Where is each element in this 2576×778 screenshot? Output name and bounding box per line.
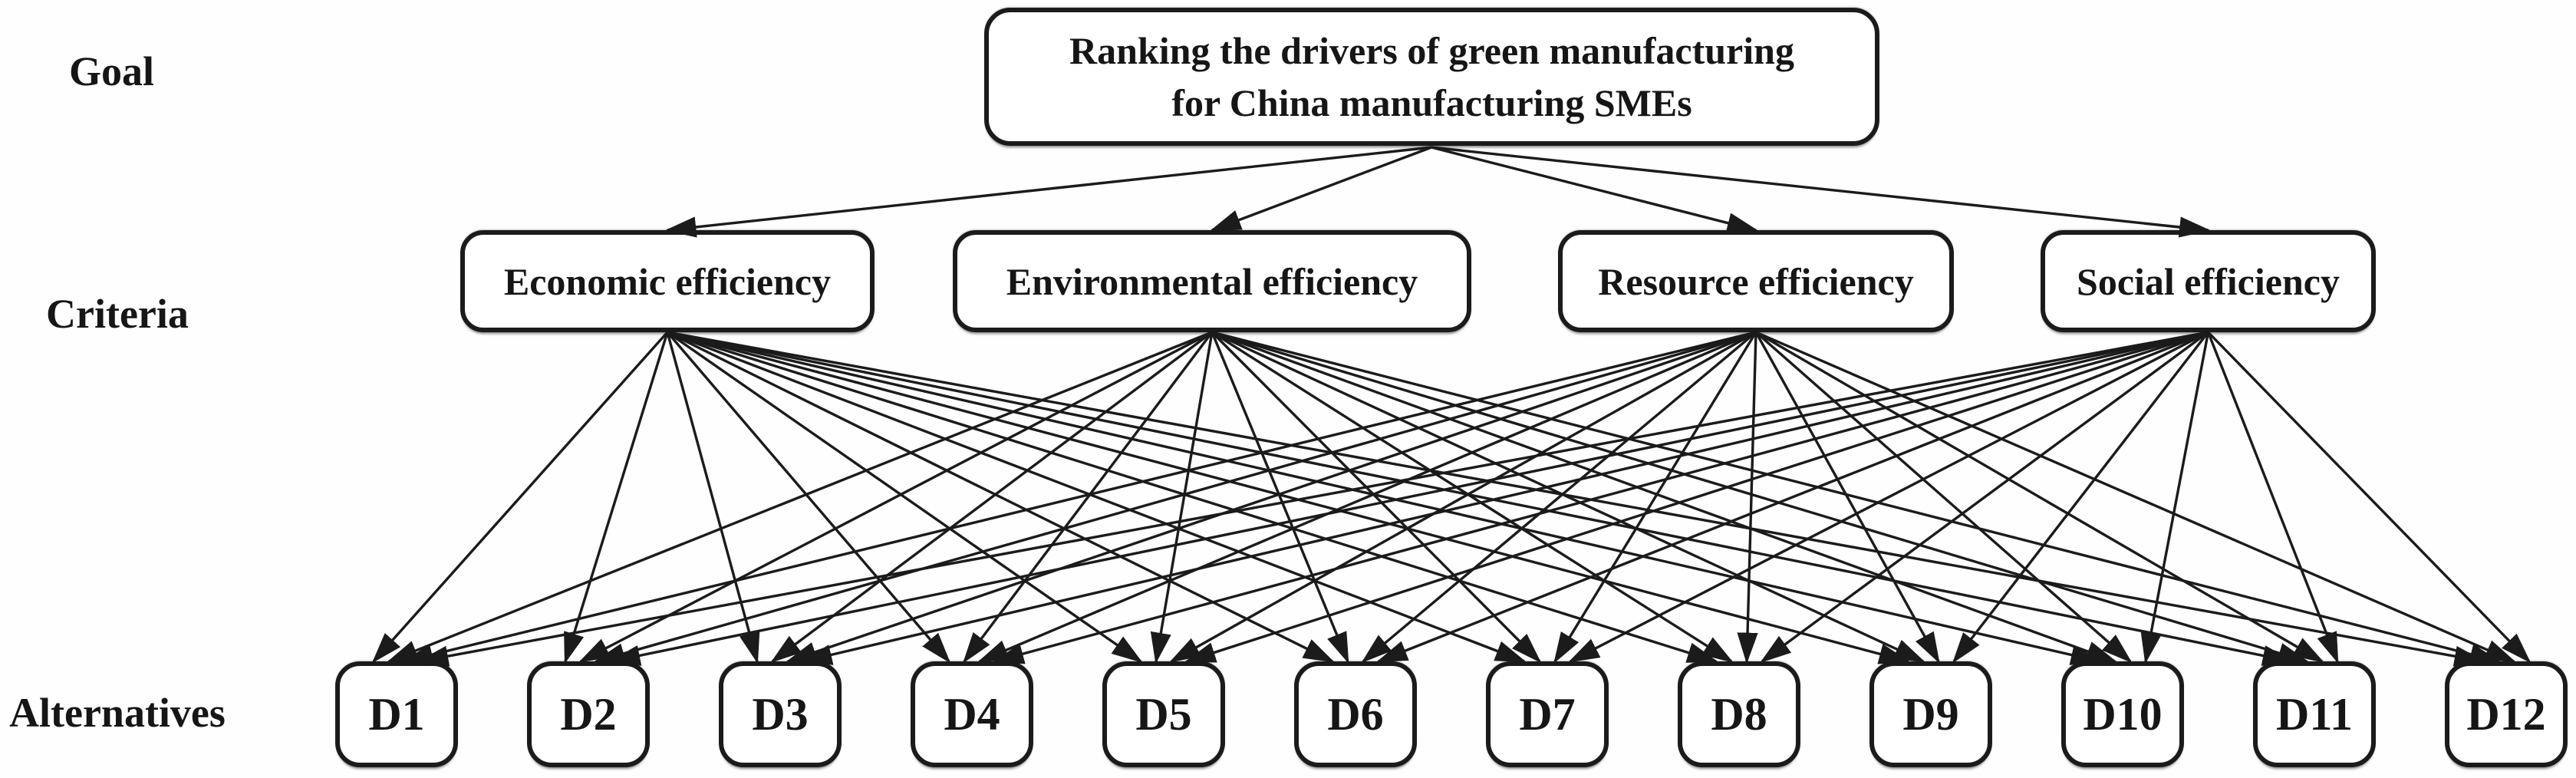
edge-criterion-2-to-alternative-10: [1211, 331, 2118, 663]
level-label-goal: Goal: [69, 48, 155, 94]
edge-criterion-2-to-alternative-4: [962, 331, 1214, 664]
alternative-label: D8: [1711, 688, 1767, 740]
criterion-box-environmental-efficiency: Environmental efficiency: [953, 230, 1471, 332]
edge-goal-to-criterion-4: [1431, 146, 2211, 238]
alternative-label: D6: [1327, 688, 1384, 740]
edge-criterion-4-to-alternative-5: [1184, 331, 2209, 663]
edge-criterion-4-to-alternative-12: [2207, 331, 2532, 664]
criterion-label: Social efficiency: [2077, 259, 2340, 303]
edge-criterion-4-to-alternative-7: [1567, 331, 2209, 663]
edge-goal-to-criterion-1: [664, 146, 1432, 238]
criterion-box-social-efficiency: Social efficiency: [2041, 230, 2376, 332]
edge-criterion-1-to-alternative-2: [564, 331, 669, 664]
criterion-box-economic-efficiency: Economic efficiency: [460, 230, 875, 332]
edge-criterion-3-to-alternative-9: [1754, 331, 1940, 664]
edge-criterion-3-to-alternative-6: [1361, 331, 1757, 664]
edge-criterion-2-to-alternative-5: [1150, 331, 1214, 664]
criterion-label: Resource efficiency: [1598, 259, 1914, 303]
edge-criterion-4-to-alternative-10: [2140, 331, 2210, 664]
alternative-label: D12: [2466, 688, 2546, 740]
alternative-box-d5: D5: [1102, 661, 1225, 767]
edge-criterion-3-to-alternative-2: [593, 331, 1757, 664]
criterion-label: Economic efficiency: [503, 259, 832, 303]
edge-goal-to-criterion-3: [1431, 146, 1759, 233]
edge-criterion-4-to-alternative-6: [1375, 331, 2209, 663]
alternative-label: D10: [2083, 688, 2163, 740]
edge-criterion-2-to-alternative-3: [770, 331, 1214, 664]
edge-criterion-1-to-alternative-9: [667, 331, 1911, 664]
edge-criterion-3-to-alternative-11: [1755, 331, 2324, 663]
alternative-box-d6: D6: [1294, 661, 1417, 767]
alternative-label: D5: [1135, 688, 1192, 740]
edge-criterion-2-to-alternative-2: [578, 331, 1213, 663]
edge-criterion-1-to-alternative-7: [667, 331, 1527, 663]
edge-criterion-1-to-alternative-8: [667, 331, 1719, 663]
edge-criterion-3-to-alternative-7: [1553, 331, 1757, 664]
edge-criterion-4-to-alternative-1: [417, 331, 2209, 667]
alternative-label: D4: [944, 688, 1000, 740]
edge-criterion-3-to-alternative-8: [1737, 331, 1758, 664]
edge-criterion-1-to-alternative-4: [666, 331, 951, 664]
edge-criterion-2-to-alternative-9: [1211, 331, 1926, 663]
level-label-alternatives: Alternatives: [9, 690, 226, 736]
alternative-label: D7: [1519, 688, 1576, 740]
alternative-label: D2: [560, 688, 617, 740]
alternative-box-d2: D2: [527, 661, 650, 767]
alternative-box-d8: D8: [1678, 661, 1800, 767]
edge-criterion-3-to-alternative-1: [401, 331, 1757, 665]
edge-criterion-1-to-alternative-3: [666, 331, 760, 664]
edge-criterion-1-to-alternative-10: [667, 331, 2103, 665]
edge-criterion-4-to-alternative-3: [800, 331, 2209, 665]
goal-box: Ranking the drivers of green manufacturi…: [984, 8, 1879, 146]
edge-criterion-1-to-alternative-5: [667, 331, 1143, 663]
alternative-label: D11: [2275, 688, 2354, 740]
alternative-box-d11: D11: [2253, 661, 2376, 767]
edge-criterion-3-to-alternative-3: [785, 331, 1757, 663]
edge-criterion-4-to-alternative-2: [608, 331, 2209, 666]
criterion-label: Environmental efficiency: [1006, 259, 1418, 303]
alternative-box-d12: D12: [2445, 661, 2568, 767]
alternative-label: D1: [368, 688, 425, 740]
edge-criterion-4-to-alternative-8: [1760, 331, 2209, 664]
alternative-box-d4: D4: [911, 661, 1033, 767]
edge-criterion-1-to-alternative-12: [667, 331, 2486, 667]
alternative-label: D9: [1902, 688, 1959, 740]
edge-criterion-1-to-alternative-11: [667, 331, 2294, 666]
criterion-box-resource-efficiency: Resource efficiency: [1558, 230, 1954, 332]
edge-criterion-4-to-alternative-4: [992, 331, 2209, 664]
alternative-box-d3: D3: [719, 661, 842, 767]
alternative-box-d9: D9: [1869, 661, 1992, 767]
edge-criterion-1-to-alternative-1: [371, 331, 669, 664]
edge-goal-to-criterion-2: [1209, 146, 1432, 232]
edge-criterion-2-to-alternative-11: [1211, 331, 2310, 664]
goal-text-line2: for China manufacturing SMEs: [1171, 81, 1692, 124]
edge-criterion-4-to-alternative-11: [2206, 331, 2339, 664]
edge-criterion-3-to-alternative-12: [1755, 331, 2517, 663]
edge-criterion-2-to-alternative-8: [1211, 331, 1734, 663]
goal-text-line1: Ranking the drivers of green manufacturi…: [1069, 28, 1794, 72]
edge-criterion-3-to-alternative-5: [1169, 331, 1757, 663]
edge-criterion-4-to-alternative-9: [1952, 331, 2209, 664]
edge-criterion-2-to-alternative-7: [1211, 331, 1542, 664]
edge-criterion-2-to-alternative-1: [386, 331, 1213, 663]
alternative-box-d7: D7: [1486, 661, 1609, 767]
alternative-box-d1: D1: [335, 661, 458, 767]
edge-criterion-2-to-alternative-6: [1211, 331, 1349, 664]
edge-criterion-3-to-alternative-4: [977, 331, 1757, 663]
level-label-criteria: Criteria: [46, 291, 189, 337]
edge-criterion-1-to-alternative-6: [667, 331, 1336, 663]
alternative-label: D3: [752, 688, 809, 740]
alternative-box-d10: D10: [2061, 661, 2184, 767]
edge-criterion-2-to-alternative-12: [1211, 331, 2502, 664]
edge-criterion-3-to-alternative-10: [1754, 331, 2133, 664]
